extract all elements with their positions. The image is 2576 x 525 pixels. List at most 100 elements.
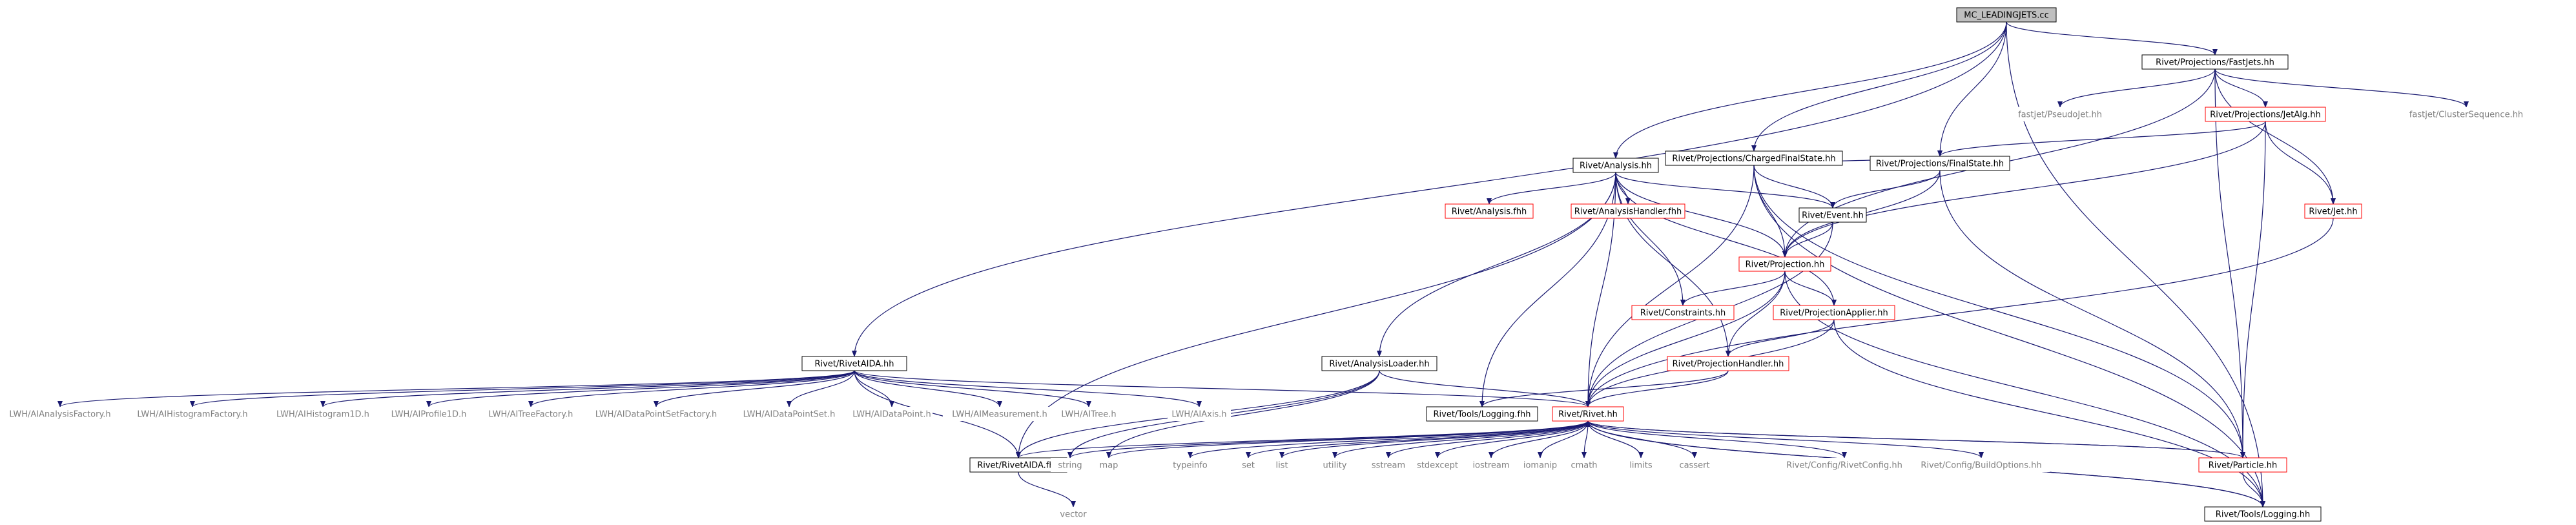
node-lwh_meas[interactable]: LWH/AIMeasurement.h bbox=[943, 407, 1056, 421]
node-lwh_hf[interactable]: LWH/AIHistogramFactory.h bbox=[131, 407, 254, 421]
edge-rivetaida-to-lwh_axis bbox=[854, 370, 1202, 407]
node-limits[interactable]: limits bbox=[1623, 458, 1659, 472]
edge-jetalg-to-finalstate bbox=[1937, 121, 2266, 157]
node-label-cassert: cassert bbox=[1679, 461, 1709, 471]
node-bg-lwh_hf bbox=[131, 407, 254, 421]
node-particle[interactable]: Rivet/Particle.hh bbox=[2198, 457, 2287, 473]
node-toolslogginghh[interactable]: Rivet/Tools/Logging.hh bbox=[2204, 506, 2322, 522]
node-clusterseq[interactable]: fastjet/ClusterSequence.hh bbox=[2404, 107, 2528, 121]
edge-fastjets-to-jetalg bbox=[2214, 68, 2268, 108]
node-lwh_dpsf[interactable]: LWH/AIDataPointSetFactory.h bbox=[588, 407, 724, 421]
edge-analysis-to-constraints bbox=[1615, 172, 1685, 306]
node-lwh_dp[interactable]: LWH/AIDataPoint.h bbox=[851, 407, 933, 421]
node-string[interactable]: string bbox=[1051, 458, 1089, 472]
node-cassert[interactable]: cassert bbox=[1673, 458, 1716, 472]
node-analysisloader[interactable]: Rivet/AnalysisLoader.hh bbox=[1321, 356, 1437, 371]
edge-rivethh-to-utility bbox=[1332, 420, 1589, 458]
node-buildoptions[interactable]: Rivet/Config/BuildOptions.hh bbox=[1913, 458, 2050, 472]
node-label-limits: limits bbox=[1629, 461, 1653, 471]
node-bg-pseudojet bbox=[2012, 107, 2108, 121]
node-analysisfhh[interactable]: Rivet/Analysis.fhh bbox=[1445, 203, 1534, 219]
node-label-rivetaidafhh: Rivet/RivetAIDA.fhh bbox=[977, 461, 1060, 471]
edge-chargedfs-to-particle bbox=[1753, 165, 2245, 458]
node-box-analysis bbox=[1572, 158, 1659, 173]
node-lwh_h1d[interactable]: LWH/AIHistogram1D.h bbox=[268, 407, 378, 421]
edge-rivethh-to-iostream bbox=[1489, 420, 1589, 458]
node-lwh_tree[interactable]: LWH/AITree.h bbox=[1058, 407, 1120, 421]
node-iomanip[interactable]: iomanip bbox=[1517, 458, 1563, 472]
node-bg-lwh_dp bbox=[851, 407, 933, 421]
node-label-lwh_dpsf: LWH/AIDataPointSetFactory.h bbox=[595, 410, 717, 420]
node-box-analysisfhh bbox=[1445, 203, 1534, 219]
node-vector[interactable]: vector bbox=[1054, 507, 1093, 521]
edge-fastjets-to-jet bbox=[2214, 68, 2336, 205]
edge-analysis-to-analysisloader bbox=[1377, 172, 1616, 357]
node-box-particle bbox=[2198, 457, 2287, 473]
node-label-list: list bbox=[1275, 461, 1288, 471]
edge-mc-to-fastjets bbox=[2006, 21, 2218, 56]
edge-rivethh-to-list bbox=[1279, 420, 1589, 458]
node-jet[interactable]: Rivet/Jet.hh bbox=[2304, 203, 2362, 219]
node-bg-rivetconfig bbox=[1776, 458, 1913, 472]
node-label-lwh_dps: LWH/AIDataPointSet.h bbox=[743, 410, 836, 420]
node-stdexcept[interactable]: stdexcept bbox=[1410, 458, 1465, 472]
node-bg-lwh_meas bbox=[943, 407, 1056, 421]
edge-rivetaida-to-rivetaidafhh bbox=[854, 370, 1021, 458]
node-mc[interactable]: MC_LEADINGJETS.cc bbox=[1956, 7, 2057, 23]
edge-analysis-to-analysisfhh bbox=[1487, 172, 1616, 205]
node-fastjets[interactable]: Rivet/Projections/FastJets.hh bbox=[2141, 54, 2289, 70]
edge-rivethh-to-typeinfo bbox=[1188, 420, 1589, 458]
node-bg-lwh_dps bbox=[734, 407, 844, 421]
node-lwh_axis[interactable]: LWH/AIAxis.h bbox=[1168, 407, 1231, 421]
node-lwh_dps[interactable]: LWH/AIDataPointSet.h bbox=[734, 407, 844, 421]
edge-analysisloader-to-map bbox=[1106, 370, 1380, 458]
node-chargedfs[interactable]: Rivet/Projections/ChargedFinalState.hh bbox=[1665, 150, 1843, 166]
node-label-lwh_af: LWH/AIAnalysisFactory.h bbox=[9, 410, 110, 420]
node-projapplier[interactable]: Rivet/ProjectionApplier.hh bbox=[1773, 305, 1895, 320]
node-rivetaidafhh[interactable]: Rivet/RivetAIDA.fhh bbox=[969, 457, 1067, 473]
edge-rivetaida-to-lwh_af bbox=[57, 370, 855, 407]
node-constraints[interactable]: Rivet/Constraints.hh bbox=[1631, 305, 1735, 320]
node-event[interactable]: Rivet/Event.hh bbox=[1798, 207, 1867, 223]
node-rivetaida[interactable]: Rivet/RivetAIDA.hh bbox=[801, 356, 907, 371]
node-lwh_tf[interactable]: LWH/AITreeFactory.h bbox=[482, 407, 580, 421]
node-rivetconfig[interactable]: Rivet/Config/RivetConfig.hh bbox=[1776, 458, 1913, 472]
node-projection[interactable]: Rivet/Projection.hh bbox=[1738, 256, 1831, 272]
node-bg-iostream bbox=[1467, 458, 1516, 472]
node-list[interactable]: list bbox=[1268, 458, 1296, 472]
node-box-rivetaida bbox=[801, 356, 907, 371]
edge-event-to-projection bbox=[1782, 221, 1833, 258]
node-finalstate[interactable]: Rivet/Projections/FinalState.hh bbox=[1870, 156, 2010, 171]
node-bg-typeinfo bbox=[1167, 458, 1213, 472]
node-cmath[interactable]: cmath bbox=[1565, 458, 1603, 472]
node-box-jet bbox=[2304, 203, 2362, 219]
node-utility[interactable]: utility bbox=[1314, 458, 1356, 472]
edge-rivetaida-to-rivethh bbox=[854, 370, 1591, 407]
node-label-iostream: iostream bbox=[1472, 461, 1509, 471]
node-jetalg[interactable]: Rivet/Projections/JetAlg.hh bbox=[2205, 107, 2326, 122]
node-rivethh[interactable]: Rivet/Rivet.hh bbox=[1552, 406, 1624, 422]
node-toolsloggingfhh[interactable]: Rivet/Tools/Logging.fhh bbox=[1426, 406, 1538, 422]
node-lwh_af[interactable]: LWH/AIAnalysisFactory.h bbox=[2, 407, 118, 421]
node-lwh_p1d[interactable]: LWH/AIProfile1D.h bbox=[386, 407, 472, 421]
node-box-jetalg bbox=[2205, 107, 2326, 122]
node-typeinfo[interactable]: typeinfo bbox=[1167, 458, 1213, 472]
node-label-iomanip: iomanip bbox=[1523, 461, 1557, 471]
node-sstream[interactable]: sstream bbox=[1365, 458, 1412, 472]
edge-rivetaida-to-lwh_dp bbox=[854, 370, 894, 407]
node-label-analysishandlerfhh: Rivet/AnalysisHandler.fhh bbox=[1574, 207, 1682, 217]
node-box-finalstate bbox=[1870, 156, 2010, 171]
edge-projapplier-to-projhandler bbox=[1726, 319, 1835, 357]
node-pseudojet[interactable]: fastjet/PseudoJet.hh bbox=[2012, 107, 2108, 121]
node-box-rivethh bbox=[1552, 406, 1624, 422]
node-iostream[interactable]: iostream bbox=[1467, 458, 1516, 472]
edge-rivetaida-to-lwh_tree bbox=[854, 370, 1091, 407]
node-label-set: set bbox=[1242, 461, 1255, 471]
node-projhandler[interactable]: Rivet/ProjectionHandler.hh bbox=[1667, 356, 1789, 371]
node-set[interactable]: set bbox=[1234, 458, 1262, 472]
node-map[interactable]: map bbox=[1093, 458, 1124, 472]
node-analysishandlerfhh[interactable]: Rivet/AnalysisHandler.fhh bbox=[1571, 203, 1685, 219]
node-analysis[interactable]: Rivet/Analysis.hh bbox=[1572, 158, 1659, 173]
node-box-toolsloggingfhh bbox=[1426, 406, 1538, 422]
node-label-rivetconfig: Rivet/Config/RivetConfig.hh bbox=[1786, 461, 1902, 471]
